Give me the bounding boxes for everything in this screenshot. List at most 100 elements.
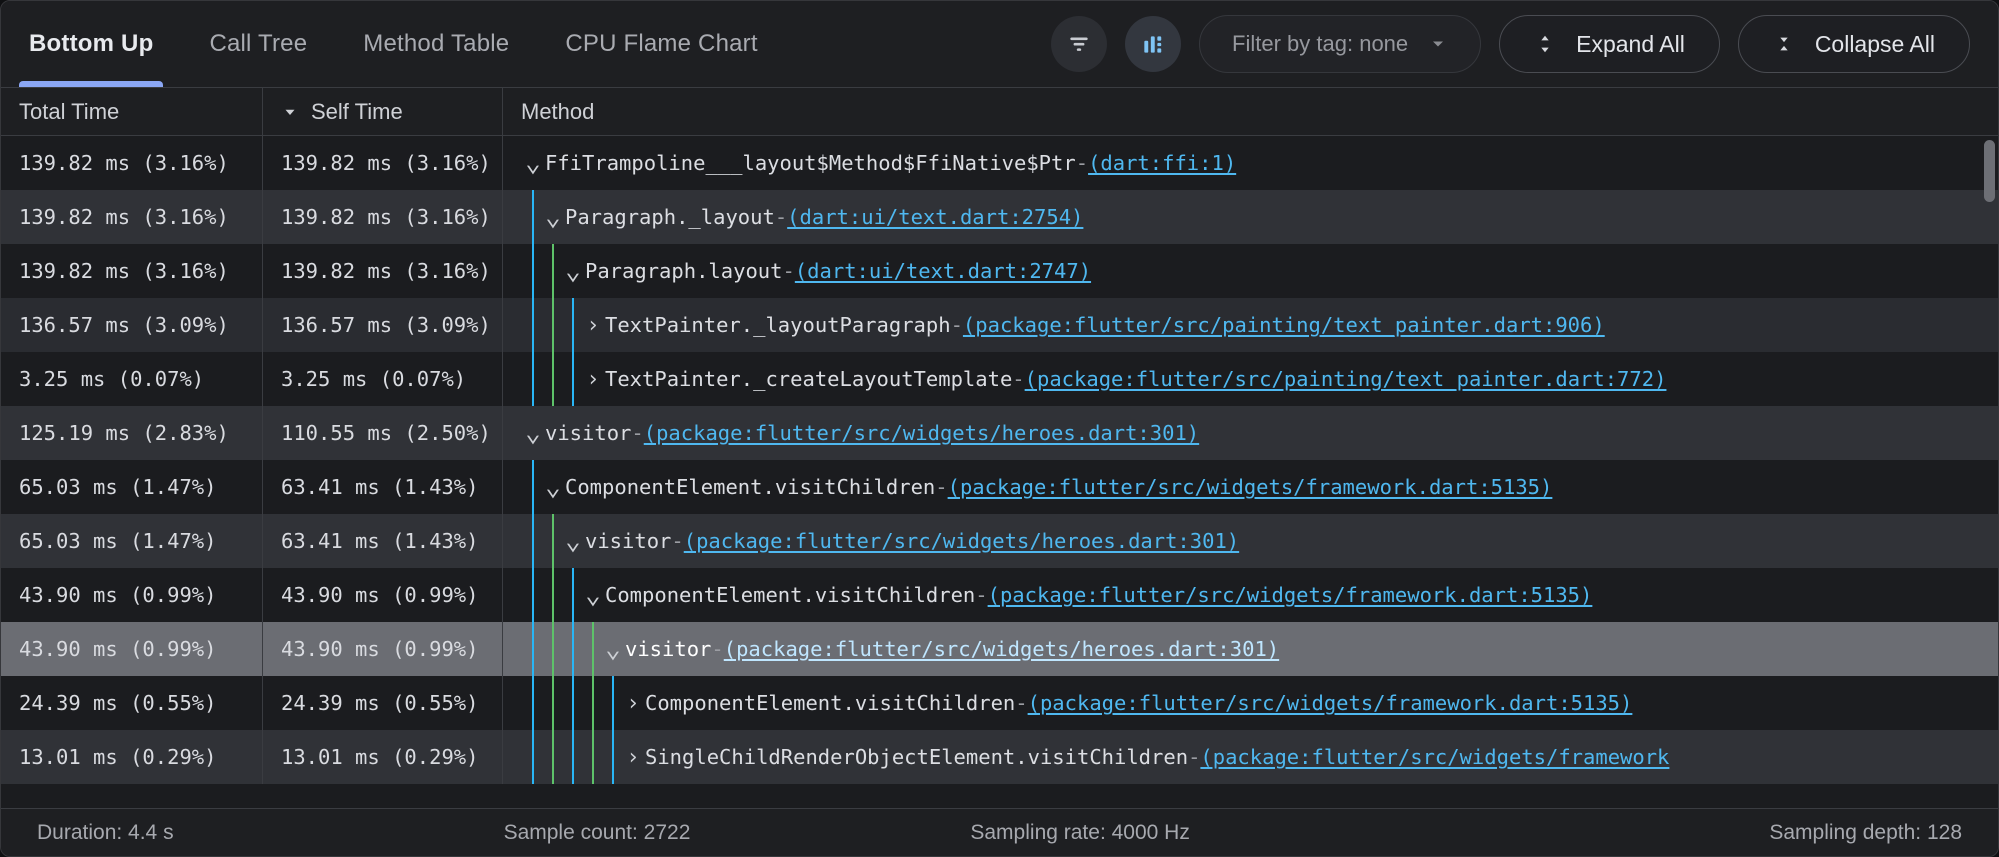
indent-guide-green [543,730,563,784]
table-row[interactable]: 139.82 ms (3.16%)139.82 ms (3.16%)⌄Parag… [1,244,1998,298]
cell-total-time: 125.19 ms (2.83%) [1,406,263,460]
method-separator: - [935,475,948,499]
table-row[interactable]: 43.90 ms (0.99%)43.90 ms (0.99%)⌄visitor… [1,622,1998,676]
source-location-link[interactable]: (dart:ui/text.dart:2747) [794,259,1092,283]
indent-pad [503,622,523,676]
indent-guides [503,190,543,244]
method-separator: - [711,637,724,661]
indent-guide-green [583,622,603,676]
column-header-self-time[interactable]: Self Time [263,88,503,135]
chevron-down-icon [1433,41,1444,47]
indent-guide-blue [603,676,623,730]
chevron-down-icon[interactable]: ⌄ [605,634,621,664]
sort-descending-chevron-icon [285,109,295,115]
source-location-link[interactable]: (package:flutter/src/widgets/framework.d… [947,475,1553,499]
indent-pad [503,406,523,460]
tab-call-tree[interactable]: Call Tree [181,1,335,87]
chevron-down-icon[interactable]: ⌄ [545,472,561,502]
cell-self-time: 136.57 ms (3.09%) [263,298,503,352]
indent-guides [503,568,583,622]
cell-method: ⌄ComponentElement.visitChildren - (packa… [503,568,1998,622]
status-duration: Duration: 4.4 s [37,820,174,844]
column-header-method[interactable]: Method [503,88,1998,135]
chevron-right-icon[interactable]: › [586,366,600,392]
vertical-scrollbar[interactable] [1983,136,1995,808]
expand-all-button[interactable]: Expand All [1499,15,1720,73]
table-row[interactable]: 3.25 ms (0.07%)3.25 ms (0.07%)›TextPaint… [1,352,1998,406]
source-location-link[interactable]: (package:flutter/src/painting/text_paint… [1024,367,1667,391]
source-location-link[interactable]: (dart:ffi:1) [1088,151,1237,175]
cell-total-time: 65.03 ms (1.47%) [1,514,263,568]
chevron-down-icon[interactable]: ⌄ [525,148,541,178]
chevron-right-icon[interactable]: › [626,690,640,716]
tab-cpu-flame-chart[interactable]: CPU Flame Chart [537,1,785,87]
method-separator: - [975,583,988,607]
indent-guide-green [543,298,563,352]
column-header-total-time[interactable]: Total Time [1,88,263,135]
cell-total-time: 139.82 ms (3.16%) [1,244,263,298]
table-row[interactable]: 65.03 ms (1.47%)63.41 ms (1.43%)⌄Compone… [1,460,1998,514]
cell-self-time: 24.39 ms (0.55%) [263,676,503,730]
cell-self-time: 13.01 ms (0.29%) [263,730,503,784]
column-header-method-label: Method [521,98,595,124]
indent-guides [503,136,523,190]
bar-chart-icon-button[interactable] [1125,16,1182,72]
column-header-self-time-label: Self Time [311,98,403,124]
method-name: ComponentElement.visitChildren [645,691,1016,715]
method-separator: - [1012,367,1025,391]
filter-funnel-icon-button[interactable] [1051,16,1108,72]
indent-guide-green [583,676,603,730]
table-row[interactable]: 125.19 ms (2.83%)110.55 ms (2.50%) ⌄visit… [1,406,1998,460]
table-row[interactable]: 13.01 ms (0.29%)13.01 ms (0.29%)›SingleC… [1,730,1998,784]
indent-guides [503,244,563,298]
source-location-link[interactable]: (package:flutter/src/widgets/heroes.dart… [723,637,1280,661]
chevron-down-icon[interactable]: ⌄ [585,580,601,610]
table-body: 139.82 ms (3.16%)139.82 ms (3.16%)⌄FfiTr… [1,136,1998,784]
table-row[interactable]: 136.57 ms (3.09%)136.57 ms (3.09%)›TextP… [1,298,1998,352]
bar-chart-icon [1144,36,1162,53]
source-location-link[interactable]: (dart:ui/text.dart:2754) [787,205,1084,229]
method-name: visitor [545,421,632,445]
table-row[interactable]: 43.90 ms (0.99%)43.90 ms (0.99%)⌄Compone… [1,568,1998,622]
table-row[interactable]: 65.03 ms (1.47%)63.41 ms (1.43%)⌄visitor… [1,514,1998,568]
chevron-down-icon[interactable]: ⌄ [565,526,581,556]
source-location-link[interactable]: (package:flutter/src/widgets/heroes.dart… [643,421,1200,445]
profile-table: Total Time Self Time Method 139.82 ms (3… [1,87,1998,808]
tab-method-table[interactable]: Method Table [335,1,537,87]
cell-method: ⌄ComponentElement.visitChildren - (packa… [503,460,1998,514]
source-location-link[interactable]: (package:flutter/src/widgets/heroes.dart… [683,529,1240,553]
chevron-right-icon[interactable]: › [586,312,600,338]
status-bar: Duration: 4.4 s Sample count: 2722 Sampl… [1,808,1998,856]
vertical-scrollbar-thumb[interactable] [1984,140,1995,202]
chevron-right-icon[interactable]: › [626,744,640,770]
indent-guide-blue [523,730,543,784]
cell-total-time: 43.90 ms (0.99%) [1,568,263,622]
indent-guides [503,514,563,568]
table-row[interactable]: 24.39 ms (0.55%)24.39 ms (0.55%)›Compone… [1,676,1998,730]
table-header-row: Total Time Self Time Method [1,88,1998,136]
chevron-down-icon[interactable]: ⌄ [565,256,581,286]
tab-bottom-up[interactable]: Bottom Up [1,1,181,87]
method-text: ⌄FfiTrampoline___layout$Method$FfiNative… [523,136,1244,190]
table-row[interactable]: 139.82 ms (3.16%)139.82 ms (3.16%)⌄Parag… [1,190,1998,244]
method-name: SingleChildRenderObjectElement.visitChil… [645,745,1189,769]
method-separator: - [950,313,963,337]
method-name: ComponentElement.visitChildren [605,583,976,607]
source-location-link[interactable]: (package:flutter/src/widgets/framework.d… [1027,691,1633,715]
indent-pad [503,352,523,406]
indent-pad [503,136,523,190]
table-row[interactable]: 139.82 ms (3.16%)139.82 ms (3.16%)⌄FfiTr… [1,136,1998,190]
cell-self-time: 110.55 ms (2.50%) [263,406,503,460]
method-name: Paragraph._layout [565,205,775,229]
indent-guides [503,622,603,676]
source-location-link[interactable]: (package:flutter/src/painting/text_paint… [962,313,1605,337]
source-location-link[interactable]: (package:flutter/src/widgets/framework [1200,745,1670,769]
tag-filter-select[interactable]: Filter by tag: none [1199,15,1482,73]
collapse-all-button[interactable]: Collapse All [1737,15,1970,73]
chevron-down-icon[interactable]: ⌄ [545,202,561,232]
method-text: ⌄Paragraph.layout - (dart:ui/text.dart:2… [563,244,1099,298]
chevron-down-icon[interactable]: ⌄ [525,418,541,448]
source-location-link[interactable]: (package:flutter/src/widgets/framework.d… [987,583,1593,607]
cell-total-time: 43.90 ms (0.99%) [1,622,263,676]
